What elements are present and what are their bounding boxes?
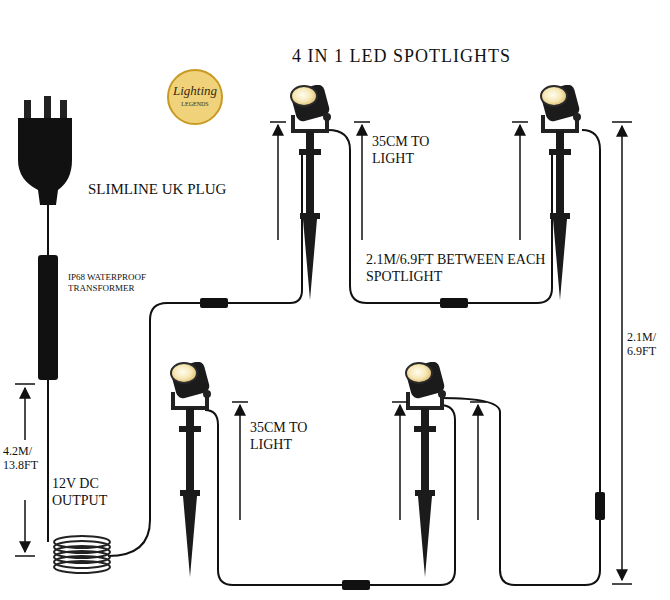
led-spotlight <box>290 83 331 300</box>
logo-text: LEGENDS <box>168 101 222 108</box>
dimension-label: 35CM TO LIGHT <box>250 420 308 454</box>
dimension-label: 2.1M/ 6.9FT <box>627 330 667 359</box>
transformer <box>38 255 58 380</box>
dimension-label: 35CM TO LIGHT <box>372 134 430 168</box>
uk-plug <box>18 96 72 205</box>
plug-label: SLIMLINE UK PLUG <box>88 180 258 198</box>
dimension-label: 2.1M/6.9FT BETWEEN EACH SPOTLIGHT <box>366 252 552 286</box>
output-label: 12V DC OUTPUT <box>52 476 132 510</box>
led-spotlight <box>170 360 211 577</box>
led-spotlight <box>405 360 446 577</box>
logo-text: Lighting <box>168 83 222 99</box>
cable <box>48 130 600 585</box>
transformer-label: IP68 WATERPROOF TRANSFORMER <box>68 272 190 294</box>
led-spotlight <box>540 83 581 300</box>
cable-connector <box>200 298 605 590</box>
logo-badge <box>168 70 222 124</box>
cable-coil <box>54 536 110 573</box>
dimension-label: 4.2M/ 13.8FT <box>3 444 45 473</box>
diagram-title: 4 IN 1 LED SPOTLIGHTS <box>292 46 511 68</box>
dimension-line <box>15 122 632 584</box>
